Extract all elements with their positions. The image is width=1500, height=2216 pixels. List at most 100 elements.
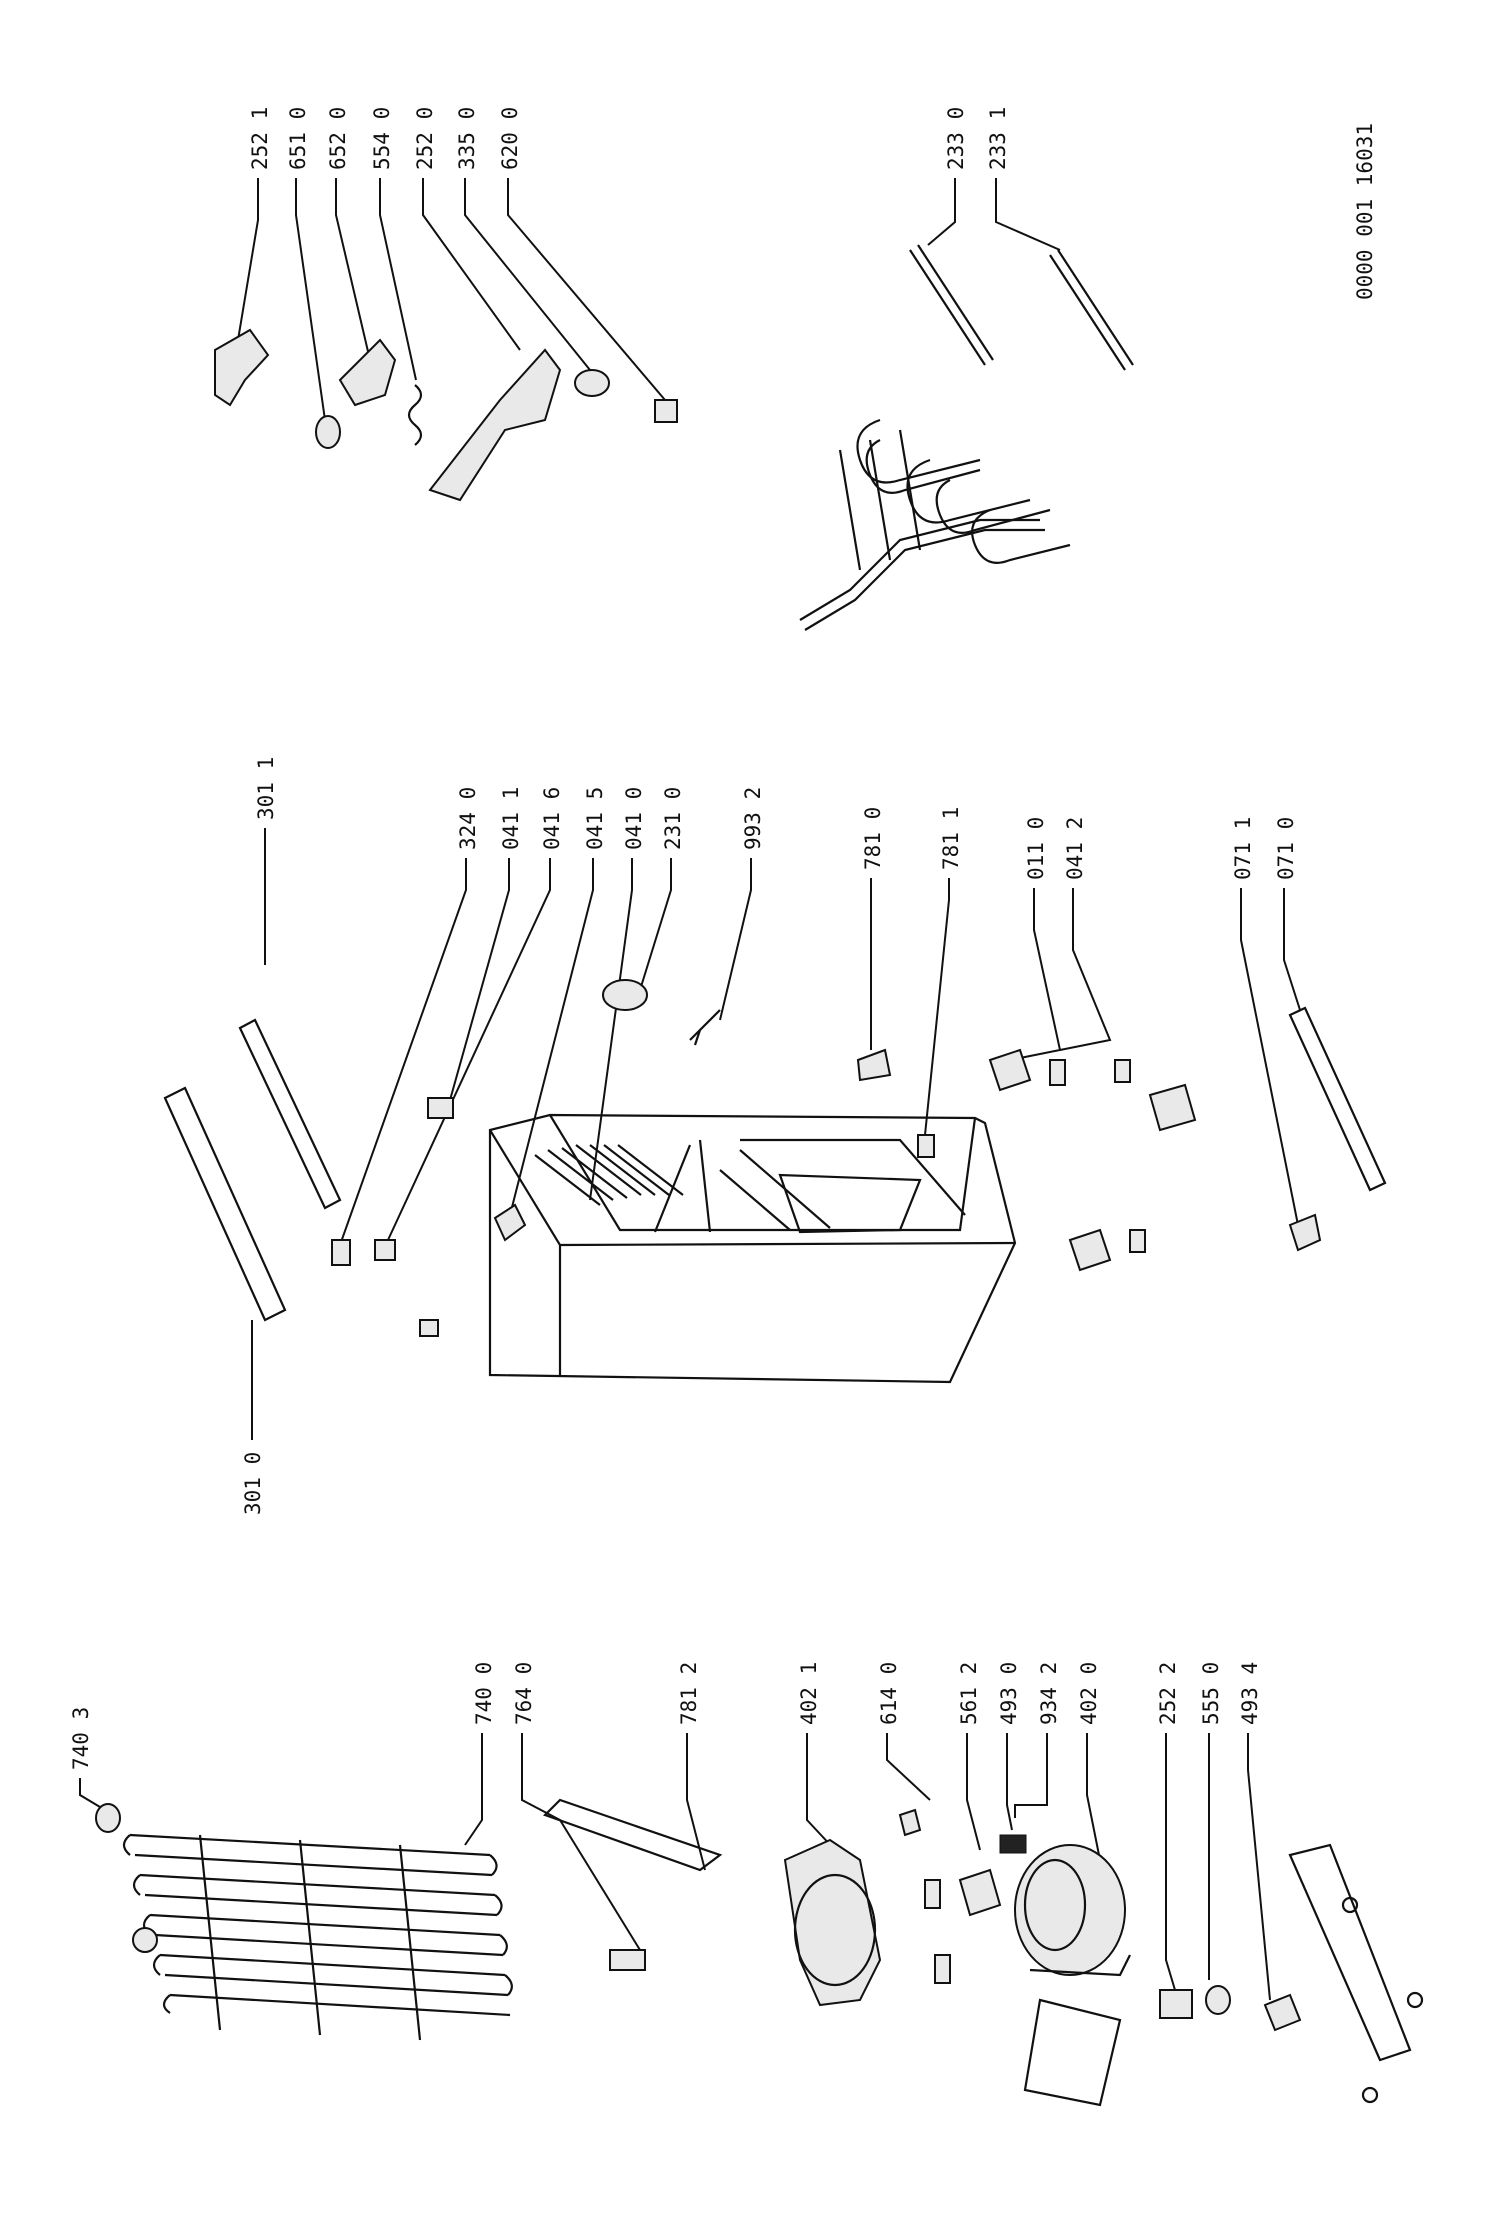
label-233-0: 233 0 [944, 107, 968, 170]
part-614-0 [898, 1808, 922, 1837]
part-561-2 [958, 1868, 1002, 1917]
part-rail-bolt-2 [1406, 1991, 1424, 2009]
leader-252-2 [1165, 1733, 1176, 1991]
label-620-0: 620 0 [498, 107, 522, 170]
part-764-0 [609, 1949, 646, 1971]
label-993-2: 993 2 [741, 787, 765, 850]
label-252-0: 252 0 [413, 107, 437, 170]
part-252-1 [214, 328, 270, 407]
leader-041-5 [509, 858, 594, 1216]
leader-493-0 [1006, 1733, 1013, 1831]
part-rail-bolt-1 [1341, 1896, 1359, 1914]
part-402-1-disc [793, 1873, 877, 1987]
part-041-6 [374, 1239, 396, 1261]
part-402-0-base [1029, 1954, 1131, 1977]
leader-620-0 [507, 178, 666, 401]
leader-252-1 [237, 178, 259, 341]
leader-231-0 [639, 858, 672, 991]
label-041-0: 041 0 [622, 787, 646, 850]
leader-233-1 [995, 178, 1061, 251]
part-041-5 [493, 1203, 527, 1242]
part-071-0 [1288, 1006, 1387, 1192]
part-335-0 [574, 369, 610, 397]
part-071-1 [1288, 1213, 1322, 1252]
label-764-0: 764 0 [512, 1662, 536, 1725]
leader-993-2 [719, 858, 752, 1021]
label-402-1: 402 1 [797, 1662, 821, 1725]
label-071-1: 071 1 [1231, 817, 1255, 880]
leader-493-4 [1247, 1733, 1271, 2001]
part-781-1 [917, 1134, 935, 1158]
label-781-2: 781 2 [677, 1662, 701, 1725]
leader-561-2 [966, 1733, 981, 1851]
leader-324-0 [339, 858, 467, 1246]
label-740-0: 740 0 [472, 1662, 496, 1725]
label-402-0: 402 0 [1077, 1662, 1101, 1725]
leader-740-3 [79, 1778, 106, 1811]
leader-934-2 [1014, 1733, 1048, 1818]
label-041-2: 041 2 [1063, 817, 1087, 880]
part-041-0 [419, 1319, 439, 1337]
document-code: 0000 001 16031 [1353, 123, 1377, 300]
label-934-2: 934 2 [1037, 1662, 1061, 1725]
leader-764-0 [521, 1733, 641, 1951]
leader-011-0 [1009, 888, 1062, 1061]
leader-651-0 [295, 178, 326, 421]
part-555-0 [1205, 1985, 1231, 2015]
condenser-coil [122, 1833, 513, 2041]
cabinet-group: 301 1 324 0 041 1 041 6 041 5 041 0 231 … [163, 757, 1387, 1515]
leader-041-2 [1059, 888, 1112, 1051]
part-301-0 [163, 1086, 287, 1322]
part-252-0 [428, 348, 562, 502]
condenser-group: 740 3 740 0 764 0 781 2 [69, 1662, 723, 2041]
part-324-0 [331, 1239, 351, 1266]
label-252-2: 252 2 [1156, 1662, 1180, 1725]
label-555-0: 555 0 [1199, 1662, 1223, 1725]
leader-071-0 [1283, 888, 1301, 1011]
evaporator-coil [799, 418, 1071, 631]
label-301-1: 301 1 [254, 757, 278, 820]
part-base-plate [1023, 1998, 1122, 2107]
cabinet-body [488, 1113, 1017, 1384]
part-233-0 [909, 244, 994, 366]
leader-781-1 [924, 878, 950, 1136]
label-335-0: 335 0 [455, 107, 479, 170]
label-561-2: 561 2 [957, 1662, 981, 1725]
part-041-2 [1148, 1083, 1197, 1132]
label-041-6: 041 6 [540, 787, 564, 850]
label-301-0: 301 0 [241, 1452, 265, 1515]
label-614-0: 614 0 [877, 1662, 901, 1725]
part-231-0 [602, 979, 648, 1011]
part-301-1 [238, 1018, 342, 1210]
leader-041-6 [387, 858, 551, 1241]
label-781-0: 781 0 [861, 807, 885, 870]
part-041-1 [427, 1097, 454, 1119]
part-402-0 [1014, 1844, 1126, 1976]
part-402-0-top [1023, 1858, 1087, 1952]
label-652-0: 652 0 [326, 107, 350, 170]
part-252-2 [1159, 1989, 1193, 2019]
part-554-0 [407, 384, 423, 446]
leader-402-1 [806, 1733, 836, 1851]
leader-041-1 [449, 858, 510, 1101]
label-781-1: 781 1 [939, 807, 963, 870]
part-740-3 [95, 1803, 121, 1833]
part-rail-bolt-3 [1361, 2086, 1379, 2104]
label-493-0: 493 0 [997, 1662, 1021, 1725]
leader-335-0 [464, 178, 591, 371]
label-071-0: 071 0 [1274, 817, 1298, 880]
part-614-0-c [934, 1954, 951, 1984]
part-493-0 [999, 1834, 1027, 1854]
part-740-3b [132, 1927, 158, 1953]
leader-252-0 [422, 178, 521, 351]
part-011-0 [988, 1048, 1131, 1092]
part-652-0 [338, 338, 397, 407]
shelf-rails-group: 233 0 233 1 [799, 107, 1134, 631]
part-mounting-rail [1288, 1843, 1412, 2062]
label-493-4: 493 4 [1238, 1662, 1262, 1725]
label-651-0: 651 0 [286, 107, 310, 170]
part-493-4 [1263, 1993, 1302, 2032]
label-324-0: 324 0 [456, 787, 480, 850]
